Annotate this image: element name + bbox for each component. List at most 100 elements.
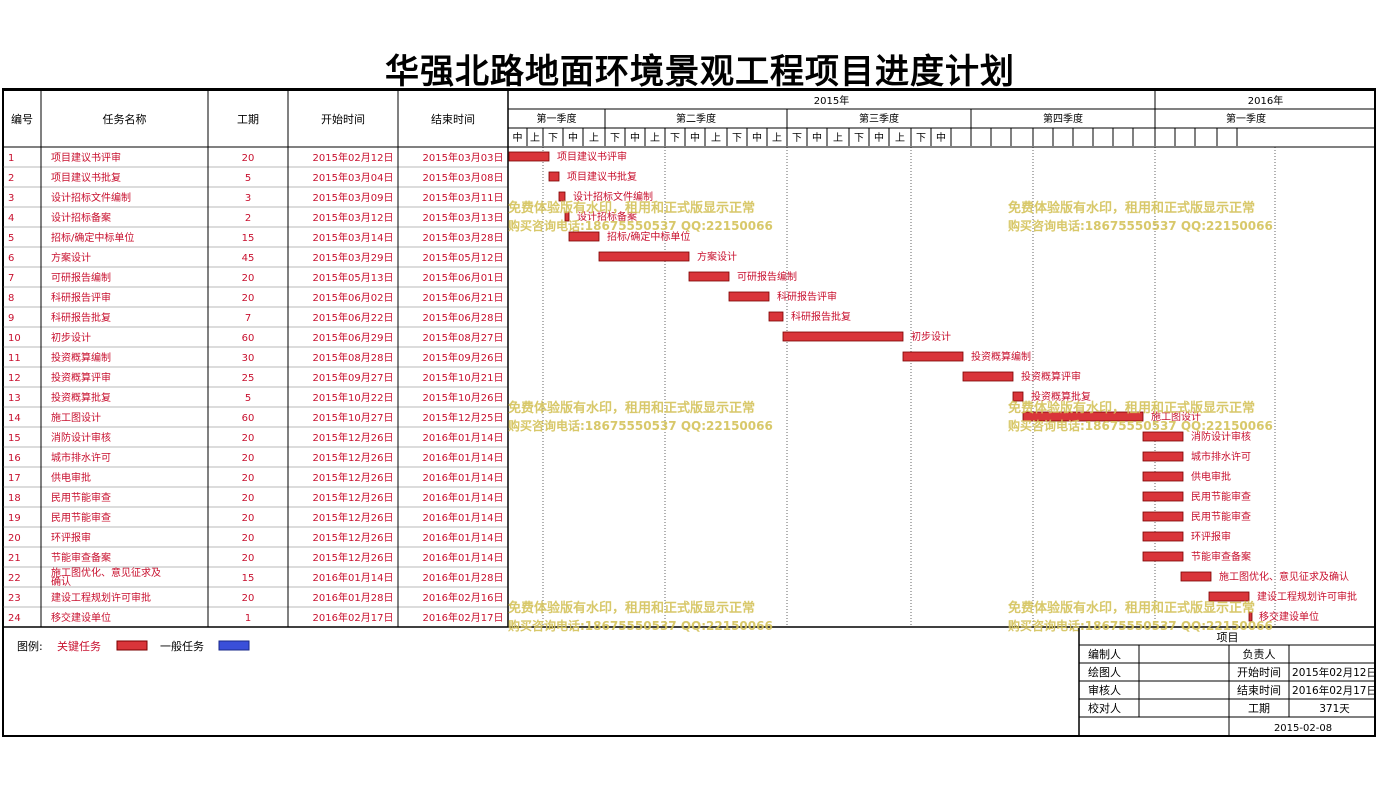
header-start: 开始时间 <box>321 112 365 126</box>
task-id: 4 <box>8 213 14 224</box>
task-end: 2016年01月14日 <box>423 451 504 464</box>
task-name: 设计招标文件编制 <box>51 191 131 204</box>
task-bar <box>558 191 566 202</box>
task-bar-label: 民用节能审查 <box>1191 490 1251 503</box>
period-label: 中 <box>630 131 640 144</box>
task-end: 2016年01月14日 <box>423 431 504 444</box>
period-label: 中 <box>874 131 884 144</box>
task-end: 2015年12月25日 <box>423 411 504 424</box>
task-bar <box>728 291 770 302</box>
task-start: 2015年03月14日 <box>313 231 394 244</box>
task-name: 科研报告评审 <box>51 291 111 304</box>
task-bar-label: 初步设计 <box>911 330 951 343</box>
info-key: 审核人 <box>1088 683 1121 697</box>
task-bar <box>1142 531 1184 542</box>
info-box-header: 项目 <box>1217 631 1239 644</box>
task-start: 2015年08月28日 <box>313 351 394 364</box>
info-key: 编制人 <box>1088 647 1121 661</box>
period-label: 上 <box>711 132 721 144</box>
task-bar-label: 科研报告批复 <box>791 310 851 323</box>
info-key: 结束时间 <box>1237 684 1281 697</box>
task-end: 2015年10月26日 <box>423 391 504 404</box>
task-name: 民用节能审查 <box>51 491 111 504</box>
task-start: 2015年10月22日 <box>313 391 394 404</box>
task-bar-label: 项目建议书评审 <box>557 150 627 163</box>
task-bar <box>1248 611 1253 622</box>
watermark-line: 免费体验版有水印，租用和正式版显示正常 <box>508 400 755 416</box>
task-start: 2015年12月26日 <box>313 491 394 504</box>
info-value: 2016年02月17日 <box>1292 684 1377 697</box>
task-bar <box>1142 471 1184 482</box>
task-end: 2015年08月27日 <box>423 331 504 344</box>
watermark-line: 免费体验版有水印，租用和正式版显示正常 <box>1008 200 1255 216</box>
task-bar <box>688 271 730 282</box>
task-start: 2015年12月26日 <box>313 471 394 484</box>
task-bar-label: 节能审查备案 <box>1191 550 1251 563</box>
task-name-line: 施工图优化、意见征求及 <box>51 566 161 579</box>
task-name: 投资概算编制 <box>51 351 111 364</box>
task-bar-label: 设计招标备案 <box>577 210 637 223</box>
info-key: 开始时间 <box>1237 665 1281 679</box>
task-name: 可研报告编制 <box>51 271 111 284</box>
task-duration: 2 <box>245 213 251 224</box>
period-label: 下 <box>548 133 558 144</box>
task-bar-label: 科研报告评审 <box>777 290 837 303</box>
page-title: 华强北路地面环境景观工程项目进度计划 <box>385 52 1015 92</box>
task-name: 施工图设计 <box>51 411 101 424</box>
period-label: 下 <box>792 133 802 144</box>
task-bar-label: 设计招标文件编制 <box>573 190 653 203</box>
period-label: 下 <box>854 133 864 144</box>
task-start: 2015年06月29日 <box>313 331 394 344</box>
task-end: 2015年03月08日 <box>423 171 504 184</box>
task-bar-label: 供电审批 <box>1191 470 1231 483</box>
watermark-line: 免费体验版有水印，租用和正式版显示正常 <box>508 600 755 616</box>
task-duration: 60 <box>242 413 255 424</box>
task-end: 2016年01月14日 <box>423 551 504 564</box>
period-label: 上 <box>895 132 905 144</box>
task-duration: 1 <box>245 613 251 624</box>
task-bar-label: 移交建设单位 <box>1259 610 1319 623</box>
watermark-line: 购买咨询电话:18675550537 QQ:22150066 <box>508 418 773 433</box>
task-bar <box>1142 431 1184 442</box>
task-bar-label: 消防设计审核 <box>1191 430 1251 443</box>
task-duration: 20 <box>242 453 255 464</box>
task-bar-label: 招标/确定中标单位 <box>607 230 690 243</box>
task-bar-label: 建设工程规划许可审批 <box>1257 590 1357 603</box>
task-end: 2015年05月12日 <box>423 251 504 264</box>
task-id: 12 <box>8 373 21 384</box>
task-name: 投资概算批复 <box>51 391 111 404</box>
task-bar <box>1208 591 1250 602</box>
task-bar <box>598 251 690 262</box>
task-bar-label: 施工图优化、意见征求及确认 <box>1219 570 1349 583</box>
watermark-line: 免费体验版有水印，租用和正式版显示正常 <box>508 200 755 216</box>
task-id: 5 <box>8 233 14 244</box>
task-end: 2016年01月14日 <box>423 511 504 524</box>
task-id: 17 <box>8 473 21 484</box>
watermark-line: 购买咨询电话:18675550537 QQ:22150066 <box>508 218 773 233</box>
task-bar <box>782 331 904 342</box>
task-end: 2015年06月28日 <box>423 311 504 324</box>
legend-critical-label: 关键任务 <box>57 639 101 653</box>
task-duration: 3 <box>245 193 251 204</box>
info-key: 工期 <box>1248 702 1270 715</box>
task-name: 投资概算评审 <box>51 371 111 384</box>
task-name: 建设工程规划许可审批 <box>51 591 151 604</box>
task-bar <box>1022 411 1144 422</box>
period-label: 上 <box>589 132 599 144</box>
task-bar-label: 投资概算评审 <box>1021 370 1081 383</box>
task-name: 设计招标备案 <box>51 211 111 224</box>
task-id: 10 <box>8 333 21 344</box>
task-id: 3 <box>8 193 14 204</box>
task-name: 项目建议书批复 <box>51 171 121 184</box>
task-id: 16 <box>8 453 21 464</box>
task-bar-label: 投资概算编制 <box>971 350 1031 363</box>
task-end: 2015年03月11日 <box>423 191 504 204</box>
task-start: 2016年01月14日 <box>313 571 394 584</box>
task-start: 2015年02月12日 <box>313 151 394 164</box>
info-key: 负责人 <box>1243 647 1276 661</box>
task-end: 2015年06月01日 <box>423 271 504 284</box>
task-name: 供电审批 <box>51 471 91 484</box>
task-name: 移交建设单位 <box>51 611 111 624</box>
task-start: 2015年12月26日 <box>313 451 394 464</box>
period-label: 上 <box>650 132 660 144</box>
